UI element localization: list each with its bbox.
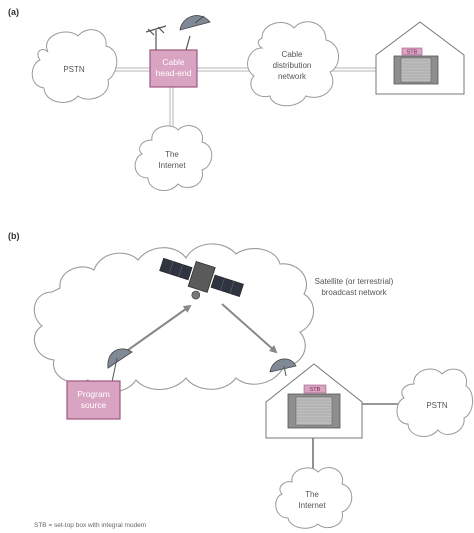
broadcast-label-line2: broadcast network bbox=[321, 288, 387, 297]
pstn-label-a: PSTN bbox=[63, 65, 85, 74]
program-source-box: Program source bbox=[66, 380, 121, 420]
broadcast-label-line1: Satellite (or terrestrial) bbox=[315, 277, 394, 286]
program-label-line1: Program bbox=[77, 389, 110, 399]
cable-headend-box: Cable head-end bbox=[149, 49, 198, 88]
internet-label-b-line1: The bbox=[305, 490, 319, 499]
stb-label-a: STB bbox=[407, 50, 418, 56]
stb-box-b bbox=[303, 384, 327, 394]
distribution-label-line2: distribution bbox=[273, 61, 312, 70]
distribution-label-line1: Cable bbox=[282, 50, 303, 59]
uplink-arrow bbox=[127, 304, 192, 351]
cable-distribution-cloud: Cable distribution network bbox=[247, 21, 339, 107]
transmit-dish-icon bbox=[107, 348, 133, 383]
stb-box-a bbox=[401, 47, 423, 56]
distribution-label-line3: network bbox=[278, 72, 307, 81]
pstn-cloud-a: PSTN bbox=[31, 29, 118, 103]
satellite-icon bbox=[159, 257, 244, 300]
antenna-icon bbox=[145, 25, 167, 50]
footnote-text: STB = set-top box with integral modem bbox=[34, 522, 146, 529]
internet-label-a-line1: The bbox=[165, 150, 179, 159]
tv-set-icon-a bbox=[393, 55, 439, 85]
internet-label-b-line2: Internet bbox=[298, 501, 326, 510]
receive-dish-icon bbox=[269, 358, 297, 377]
panel-a-label: (a) bbox=[8, 7, 19, 17]
satellite-dish-icon-a bbox=[179, 15, 211, 51]
headend-label-line2: head-end bbox=[156, 68, 192, 78]
stb-label-b: STB bbox=[310, 387, 321, 393]
tv-set-icon-b bbox=[287, 393, 341, 429]
program-label-line2: source bbox=[81, 400, 107, 410]
internet-cloud-b: The Internet bbox=[275, 467, 353, 529]
pstn-cloud-b: PSTN bbox=[396, 368, 473, 438]
internet-label-a-line2: Internet bbox=[158, 161, 186, 170]
downlink-arrow bbox=[221, 303, 278, 354]
house-icon-b: STB bbox=[265, 363, 363, 439]
internet-cloud-a: The Internet bbox=[134, 125, 213, 192]
headend-label-line1: Cable bbox=[162, 57, 184, 67]
panel-b-label: (b) bbox=[8, 231, 20, 241]
pstn-label-b: PSTN bbox=[426, 401, 448, 410]
house-icon-a: STB bbox=[375, 21, 465, 95]
